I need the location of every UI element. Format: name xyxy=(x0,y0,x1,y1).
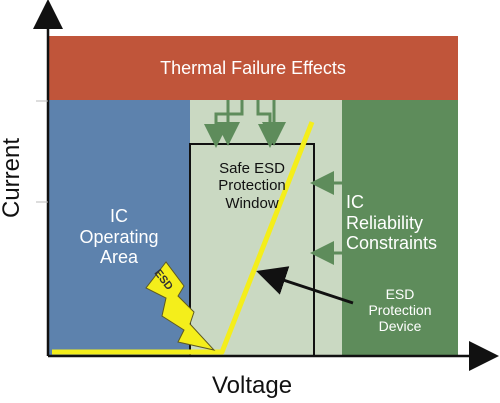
safe-window-line3: Window xyxy=(225,194,279,212)
reliability-line3: Constraints xyxy=(346,233,438,254)
esd-device-label: ESD Protection Device xyxy=(342,286,458,334)
reliability-label: IC Reliability Constraints xyxy=(346,192,456,254)
thermal-failure-label: Thermal Failure Effects xyxy=(160,58,346,78)
reliability-region xyxy=(342,100,458,356)
ic-operating-line1: IC xyxy=(110,206,128,226)
esd-device-line2: Protection xyxy=(368,302,432,319)
ic-operating-line3: Area xyxy=(99,247,139,268)
esd-device-curve xyxy=(52,121,315,355)
esd-device-line1: ESD xyxy=(385,286,415,302)
x-axis-title: Voltage xyxy=(212,372,293,399)
safe-window-line2: Protection xyxy=(218,177,286,195)
thermal-constraint-arrows xyxy=(216,100,286,146)
thermal-elbow-arrows xyxy=(204,100,282,148)
reliability-line1: IC xyxy=(346,192,364,212)
reliability-line2: Reliability xyxy=(346,212,424,233)
reliability-constraint-arrows xyxy=(310,171,342,265)
y-axis-title: Current xyxy=(0,137,25,218)
safe-window-line1: Safe ESD xyxy=(219,160,285,177)
esd-lightning-bolt-icon xyxy=(145,261,216,351)
safe-window-label: Safe ESD Protection Window xyxy=(190,160,314,212)
esd-device-line3: Device xyxy=(378,318,422,335)
thermal-failure-region xyxy=(48,36,458,100)
ic-operating-line2: Operating xyxy=(79,226,159,247)
device-pointer-arrow xyxy=(256,266,354,305)
ic-operating-label: IC Operating Area xyxy=(52,206,186,268)
